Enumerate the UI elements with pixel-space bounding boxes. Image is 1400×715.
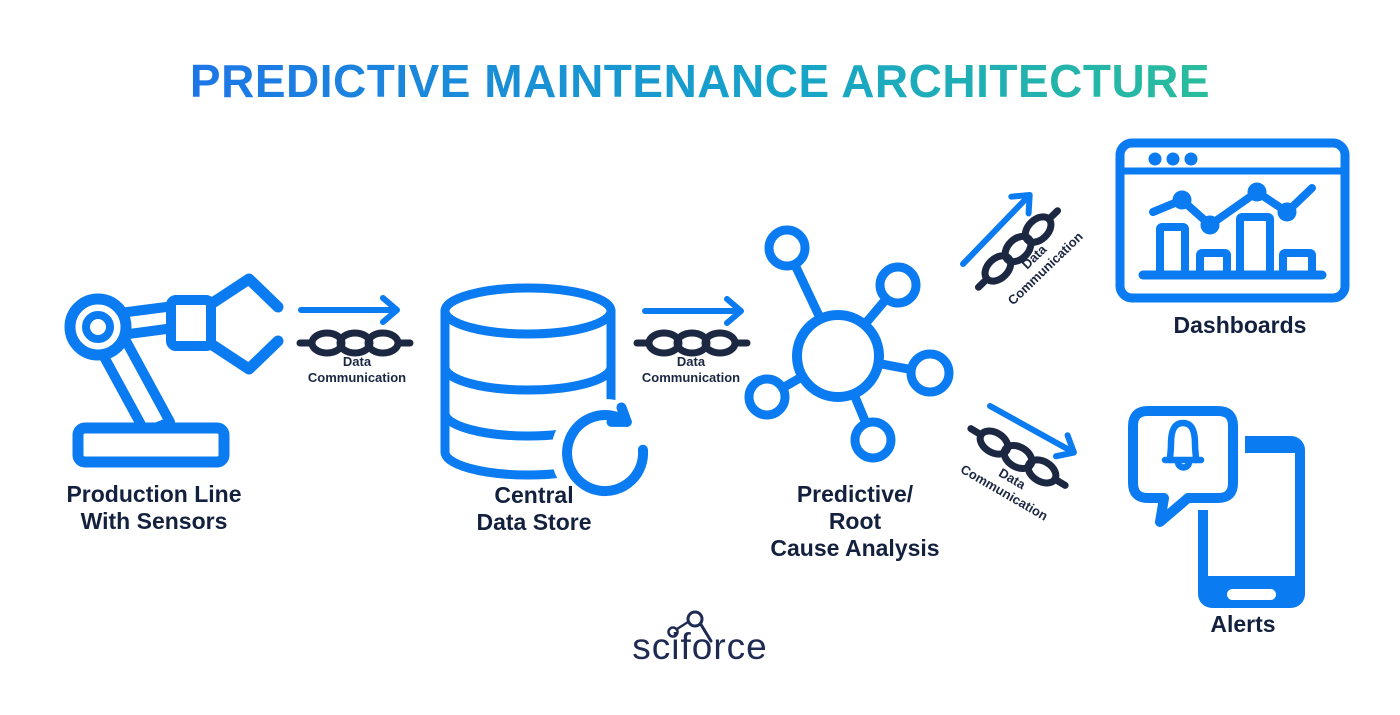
- node-label-dashboards: Dashboards: [1173, 312, 1307, 338]
- node-label-production-line: Production Line With Sensors: [66, 481, 242, 534]
- node-label-alerts: Alerts: [1210, 611, 1276, 637]
- bell-icon: [1161, 419, 1205, 471]
- phone-home-bar: [1227, 589, 1276, 600]
- arrow-right-icon: [301, 298, 397, 322]
- sciforce-logo: sciforce: [632, 626, 768, 667]
- network-analysis-icon: [744, 225, 954, 463]
- arrow-right-icon: [645, 299, 741, 323]
- connection-label-2: Data Communication: [641, 354, 741, 385]
- robot-arm-icon: [64, 273, 284, 468]
- phone-alert-icon: [1121, 399, 1305, 608]
- chain-link-icon: [637, 333, 747, 353]
- connection-label-1: Data Communication: [307, 354, 407, 385]
- database-sync-icon: [440, 283, 659, 507]
- dashboard-window-icon: [1115, 138, 1350, 303]
- page-title: PREDICTIVE MAINTENANCE ARCHITECTURE: [0, 54, 1400, 108]
- chain-link-icon: [300, 333, 410, 353]
- node-label-predictive-analysis: Predictive/ Root Cause Analysis: [770, 481, 940, 561]
- molecule-icon: [667, 610, 713, 643]
- node-label-central-data-store: Central Data Store: [476, 482, 592, 535]
